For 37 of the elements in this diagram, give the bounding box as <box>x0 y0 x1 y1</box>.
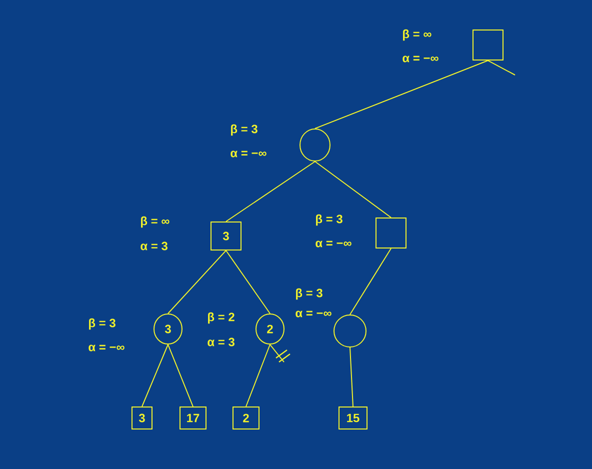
value-label: α = 3 <box>208 338 234 346</box>
square-node: 17 <box>180 406 206 430</box>
circle-node <box>334 314 366 348</box>
square-node: 3 <box>132 406 152 430</box>
value-label: β = 3 <box>296 288 322 300</box>
value-label: α = −∞ <box>316 240 352 248</box>
tree-edge <box>314 60 488 129</box>
tree-edge <box>168 344 194 407</box>
value-label: α = −∞ <box>88 344 124 352</box>
value-label: β = 3 <box>231 124 258 136</box>
value-label: α = −∞ <box>296 310 332 318</box>
square-node: 3 <box>210 222 242 250</box>
tree-edge <box>226 250 270 314</box>
tree-edge <box>226 161 316 222</box>
square-node: 15 <box>338 406 368 430</box>
circle-node: 2 <box>256 314 284 344</box>
tree-edge <box>350 347 354 407</box>
circle-node: 3 <box>154 314 182 344</box>
tree-edge <box>350 248 392 315</box>
tree-edge <box>314 161 392 218</box>
value-label: β = ∞ <box>403 29 432 41</box>
value-label: β = 3 <box>89 318 116 330</box>
tree-edge <box>168 250 226 314</box>
circle-node <box>300 128 330 162</box>
value-label: α = 3 <box>140 242 168 250</box>
tree-edge <box>270 344 284 362</box>
tree-edge <box>488 60 516 76</box>
square-node <box>472 30 504 60</box>
square-node <box>376 218 406 248</box>
tree-edge <box>246 344 270 407</box>
value-label: β = ∞ <box>141 216 170 228</box>
square-node: 2 <box>232 406 260 430</box>
value-label: α = −∞ <box>230 150 266 158</box>
value-label: β = 2 <box>208 312 234 324</box>
tree-edge <box>142 344 168 407</box>
value-label: α = −∞ <box>402 56 438 62</box>
value-label: β = 3 <box>316 214 342 226</box>
